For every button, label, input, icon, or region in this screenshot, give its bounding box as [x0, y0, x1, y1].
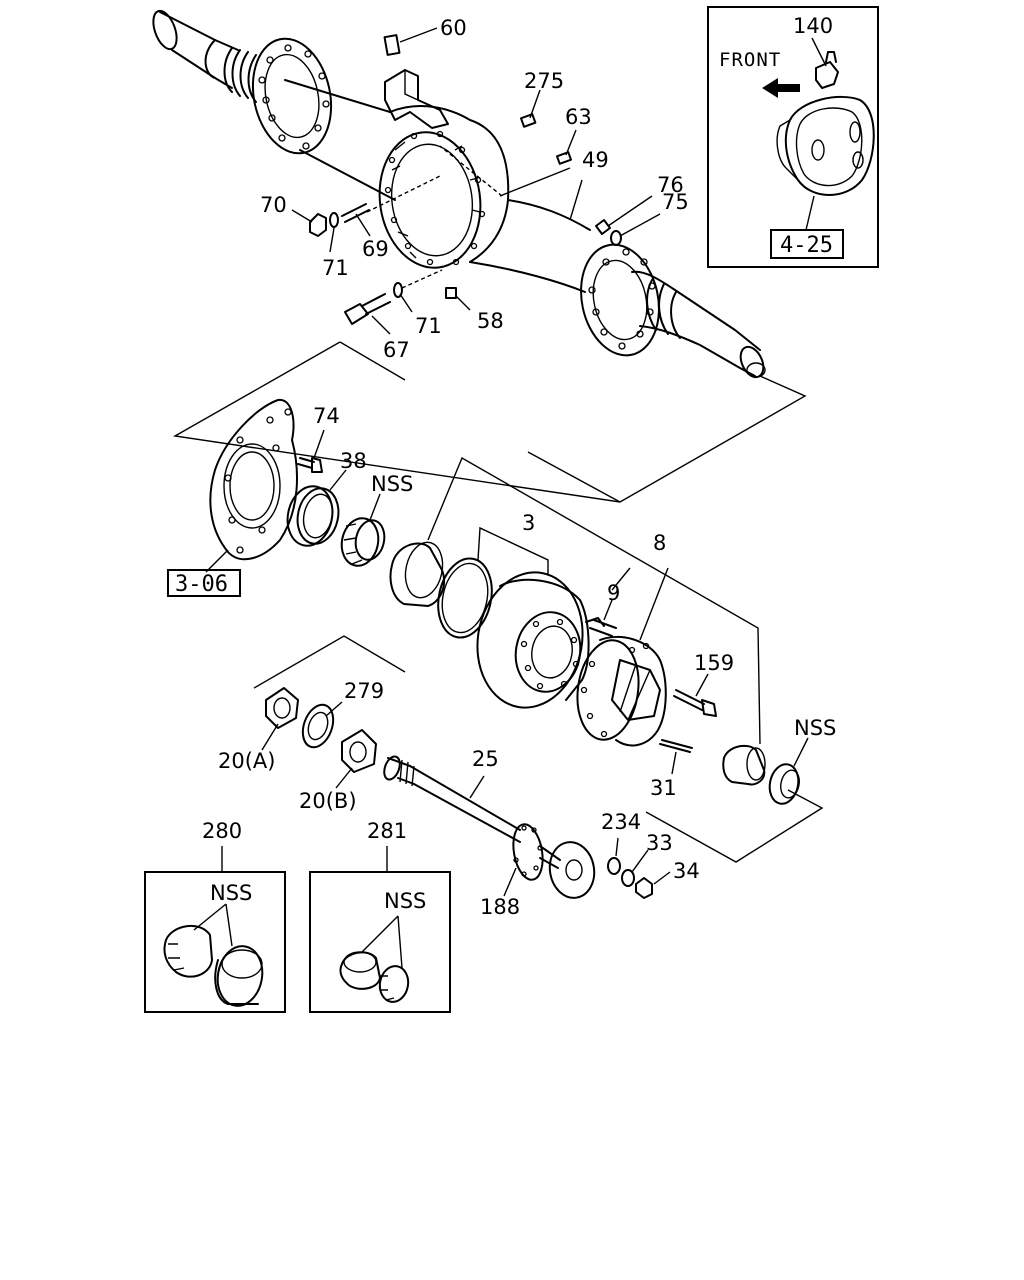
callout-71-upper: 71: [322, 256, 349, 280]
lock-nuts: [261, 687, 377, 789]
ref-3-06: 3-06: [175, 572, 228, 597]
inset-front-view: 140 FRONT 4-25: [707, 6, 879, 268]
bearing-cup-and-ring: [389, 456, 761, 745]
callout-31: 31: [650, 776, 677, 800]
brake-plate: 3-06: [167, 398, 298, 597]
axle-shaft: [383, 755, 596, 899]
callout-labels: 60 275 63 49 76 75 70 71 69 71 58 67 74 …: [202, 16, 836, 919]
ref-4-25: 4-25: [780, 233, 833, 258]
callout-20b: 20(B): [299, 789, 357, 813]
callout-25: 25: [472, 747, 499, 771]
shaft-fasteners: [607, 837, 671, 899]
callout-159: 159: [694, 651, 734, 675]
callout-33: 33: [646, 831, 673, 855]
callout-nss-kit-281: NSS: [384, 889, 426, 913]
kit-281: [309, 846, 451, 1013]
callout-nss-outer: NSS: [794, 716, 836, 740]
front-label: FRONT: [719, 49, 781, 71]
callout-281: 281: [367, 819, 407, 843]
callout-234: 234: [601, 810, 641, 834]
callout-71-lower: 71: [415, 314, 442, 338]
callout-8: 8: [653, 531, 666, 555]
axle-housing: [152, 9, 766, 379]
leader-lines: [172, 27, 807, 503]
brake-drum: [476, 571, 590, 709]
outer-bearing: [722, 737, 809, 805]
callout-67: 67: [383, 338, 410, 362]
wheel-hub: [576, 567, 669, 747]
callout-279: 279: [344, 679, 384, 703]
callout-275: 275: [524, 69, 564, 93]
kit-280: [144, 846, 286, 1013]
callout-20a: 20(A): [218, 749, 275, 773]
arrow-left-icon: [762, 78, 800, 98]
oil-seal: [286, 469, 347, 547]
callout-34: 34: [673, 859, 700, 883]
housing-fasteners: [309, 34, 622, 325]
callout-74: 74: [313, 404, 340, 428]
callout-63: 63: [565, 105, 592, 129]
callout-70: 70: [260, 193, 287, 217]
callout-75: 75: [662, 190, 689, 214]
callout-38: 38: [340, 449, 367, 473]
inner-bearing: [340, 493, 386, 567]
callout-188: 188: [480, 895, 520, 919]
callout-69: 69: [362, 237, 389, 261]
callout-nss-kit-280: NSS: [210, 881, 252, 905]
callout-60: 60: [440, 16, 467, 40]
callout-nss-inner: NSS: [371, 472, 413, 496]
callout-9: 9: [607, 581, 620, 605]
callout-49: 49: [582, 148, 609, 172]
callout-280: 280: [202, 819, 242, 843]
callout-76: 76: [657, 173, 684, 197]
callout-3: 3: [522, 511, 535, 535]
inset-part-number: 140: [793, 14, 833, 38]
callout-58: 58: [477, 309, 504, 333]
